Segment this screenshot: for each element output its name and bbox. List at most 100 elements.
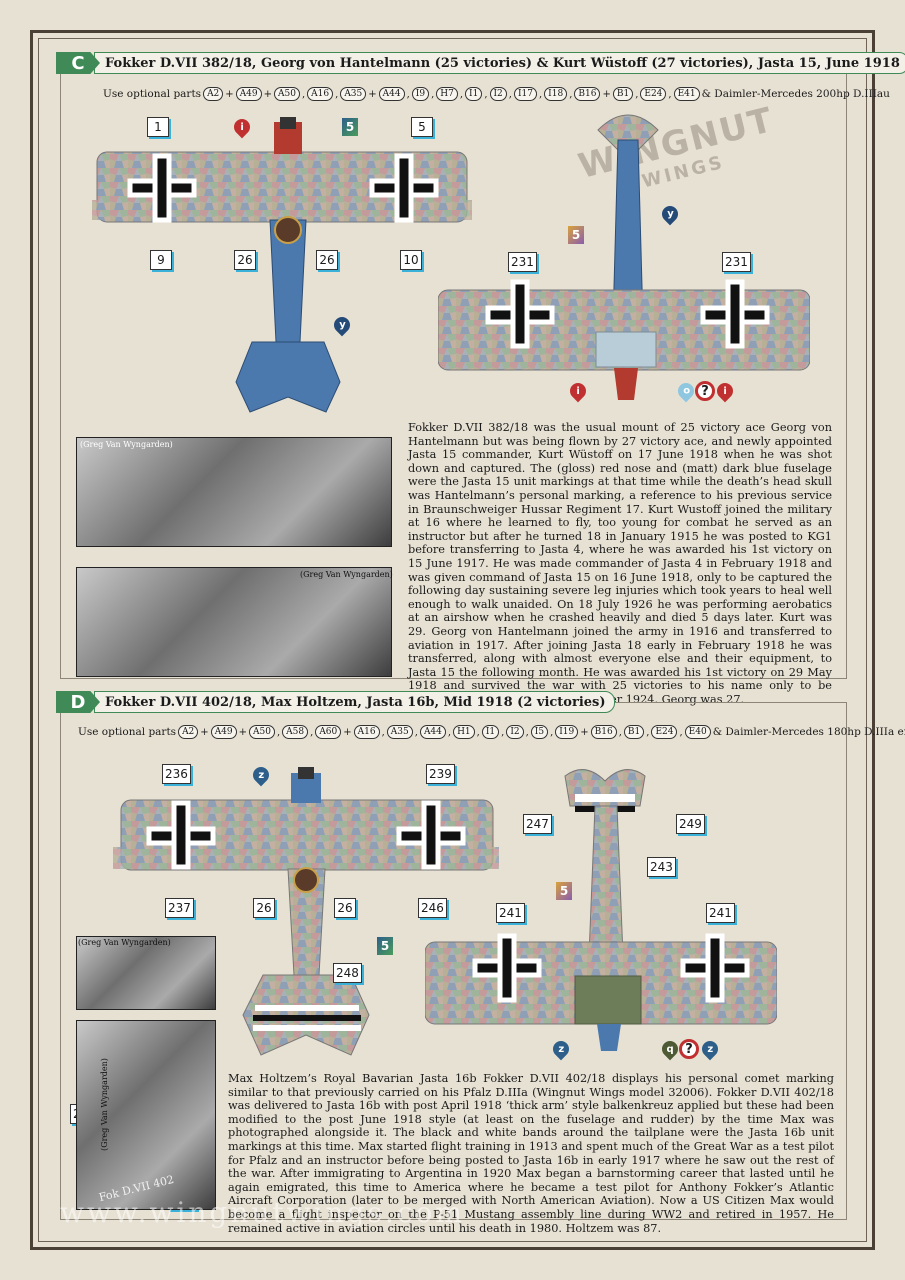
part-chip: A35 bbox=[340, 87, 367, 101]
callout-c-9: 9 bbox=[150, 250, 172, 270]
photo-c-1-credit: (Greg Van Wyngarden) bbox=[80, 440, 173, 449]
plane-c-bottom-view bbox=[438, 114, 810, 400]
part-chip: I17 bbox=[513, 87, 537, 101]
plane-d-top-view bbox=[113, 767, 499, 1056]
callout-c-1: 1 bbox=[147, 117, 169, 137]
section-d-title: Fokker D.VII 402/18, Max Holtzem, Jasta … bbox=[94, 691, 615, 713]
part-chip: I2 bbox=[506, 725, 524, 739]
callout-c-5: 5 bbox=[411, 117, 433, 137]
part-chip: A58 bbox=[282, 725, 309, 739]
parts-separator: , bbox=[414, 726, 418, 738]
parts-suffix: & Daimler-Mercedes 200hp D.IIIau bbox=[701, 88, 890, 100]
parts-separator: , bbox=[679, 726, 683, 738]
callout-c-231-right: 231 bbox=[722, 252, 751, 272]
part-chip: E24 bbox=[651, 725, 678, 739]
section-d-body: Max Holtzem’s Royal Bavarian Jasta 16b F… bbox=[228, 1072, 834, 1235]
parts-separator: , bbox=[310, 726, 314, 738]
parts-separator: , bbox=[381, 726, 385, 738]
callout-d-26-left: 26 bbox=[253, 898, 275, 918]
parts-separator: , bbox=[618, 726, 622, 738]
callout-d-243: 243 bbox=[647, 857, 676, 877]
callout-c-26-right: 26 bbox=[316, 250, 338, 270]
parts-separator: + bbox=[368, 88, 377, 100]
parts-separator: , bbox=[484, 88, 488, 100]
parts-separator: , bbox=[301, 88, 306, 100]
parts-list: A2+A49+A50,A58,A60+A16,A35,A44,H1,I1,I2,… bbox=[178, 725, 711, 739]
callout-d-248: 248 bbox=[333, 963, 362, 983]
parts-separator: , bbox=[550, 726, 554, 738]
parts-separator: + bbox=[200, 726, 209, 738]
callout-d-26-right: 26 bbox=[334, 898, 356, 918]
parts-separator: , bbox=[508, 88, 512, 100]
parts-separator: , bbox=[459, 88, 464, 100]
parts-separator: , bbox=[476, 726, 480, 738]
callout-d-247: 247 bbox=[523, 814, 552, 834]
photo-c-2 bbox=[76, 567, 392, 677]
callout-d-249: 249 bbox=[676, 814, 705, 834]
section-d-letter: D bbox=[56, 691, 100, 713]
parts-separator: + bbox=[580, 726, 589, 738]
part-chip: I2 bbox=[489, 87, 507, 101]
parts-separator: , bbox=[447, 726, 452, 738]
callout-d-241-right: 241 bbox=[706, 903, 735, 923]
parts-separator: + bbox=[225, 88, 234, 100]
part-chip: E40 bbox=[684, 725, 711, 739]
parts-separator: , bbox=[406, 88, 410, 100]
part-chip: I1 bbox=[465, 87, 483, 101]
part-chip: A49 bbox=[235, 87, 262, 101]
parts-separator: + bbox=[238, 726, 248, 738]
decal-5-d-top: 5 bbox=[377, 937, 393, 955]
parts-separator: , bbox=[276, 726, 281, 738]
section-c-letter: C bbox=[56, 52, 100, 74]
part-chip: A50 bbox=[249, 725, 275, 739]
photo-d-2-credit: (Greg Van Wyngarden) bbox=[99, 1058, 109, 1151]
part-chip: A50 bbox=[274, 87, 300, 101]
part-chip: I19 bbox=[555, 725, 579, 739]
callout-d-236: 236 bbox=[162, 764, 191, 784]
part-chip: H7 bbox=[436, 87, 458, 101]
decal-5-d-bottom: 5 bbox=[556, 882, 572, 900]
callout-d-241-left: 241 bbox=[496, 903, 525, 923]
parts-separator: + bbox=[602, 88, 611, 100]
callout-d-246: 246 bbox=[418, 898, 447, 918]
part-chip: E24 bbox=[640, 87, 667, 101]
part-chip: A44 bbox=[378, 87, 405, 101]
plane-c-top-view bbox=[92, 117, 472, 413]
part-chip: B1 bbox=[623, 725, 645, 739]
part-chip: I18 bbox=[544, 87, 568, 101]
parts-separator: , bbox=[431, 88, 435, 100]
website-watermark: www.wingnutwings.com bbox=[60, 1196, 465, 1229]
parts-separator: , bbox=[569, 88, 573, 100]
callout-d-239: 239 bbox=[426, 764, 455, 784]
decal-5-c-top: 5 bbox=[342, 118, 358, 136]
section-c-parts: Use optional parts A2+A49+A50,A16,A35+A4… bbox=[103, 87, 890, 101]
parts-list: A2+A49+A50,A16,A35+A44,I9,H7,I1,I2,I17,I… bbox=[203, 87, 700, 101]
part-chip: B16 bbox=[590, 725, 617, 739]
part-chip: A16 bbox=[353, 725, 380, 739]
part-chip: A49 bbox=[210, 725, 237, 739]
part-chip: B16 bbox=[574, 87, 601, 101]
photo-d-1-credit: (Greg Van Wyngarden) bbox=[78, 938, 171, 947]
part-chip: I9 bbox=[411, 87, 430, 101]
part-chip: E41 bbox=[673, 87, 700, 101]
section-c-title: Fokker D.VII 382/18, Georg von Hantelman… bbox=[94, 52, 905, 74]
photo-c-2-credit: (Greg Van Wyngarden) bbox=[300, 570, 393, 579]
part-chip: I1 bbox=[481, 725, 500, 739]
cross-right bbox=[369, 153, 439, 223]
section-c-body: Fokker D.VII 382/18 was the usual mount … bbox=[408, 421, 832, 706]
part-chip: A44 bbox=[419, 725, 446, 739]
parts-separator: , bbox=[635, 88, 639, 100]
parts-separator: , bbox=[525, 726, 529, 738]
page-inner-border bbox=[38, 38, 867, 1242]
parts-separator: , bbox=[668, 88, 672, 100]
callout-c-26-left: 26 bbox=[234, 250, 256, 270]
callout-c-10: 10 bbox=[400, 250, 422, 270]
part-chip: I5 bbox=[530, 725, 549, 739]
parts-separator: , bbox=[335, 88, 339, 100]
plane-d-bottom-view bbox=[425, 769, 777, 1051]
page-border bbox=[30, 30, 875, 1250]
parts-separator: , bbox=[501, 726, 505, 738]
part-chip: A16 bbox=[307, 87, 334, 101]
parts-separator: + bbox=[343, 726, 352, 738]
unknown-color-c: ? bbox=[695, 381, 715, 401]
